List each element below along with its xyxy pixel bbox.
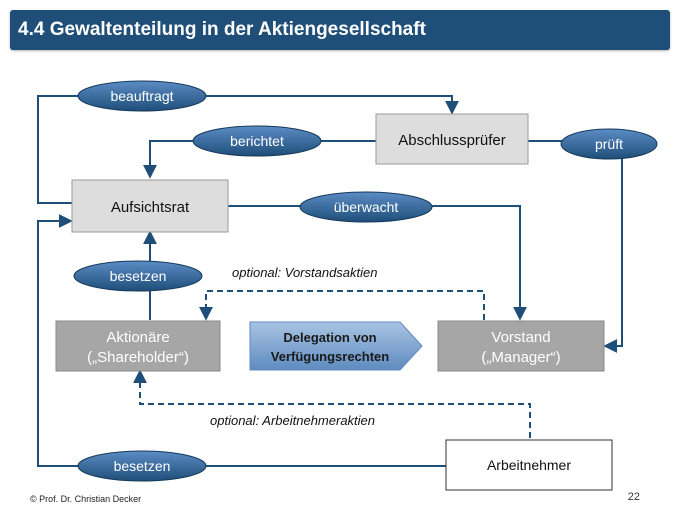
oval-besetzen-bottom: besetzen <box>77 450 207 482</box>
box-aktionaere-line1: Aktionäre <box>106 329 169 346</box>
box-vorstand-line2: („Manager“) <box>481 349 560 366</box>
oval-beauftragt: beauftragt <box>77 80 207 112</box>
box-abschlusspruefer-label: Abschlussprüfer <box>398 132 506 149</box>
page-number: 22 <box>627 491 640 503</box>
box-aktionaere: Aktionäre („Shareholder“) <box>55 320 221 372</box>
oval-besetzen-bottom-label: besetzen <box>114 458 171 474</box>
box-abschlusspruefer: Abschlussprüfer <box>375 113 529 165</box>
footer-copyright: © Prof. Dr. Christian Decker <box>30 494 142 504</box>
page-title: 4.4 Gewaltenteilung in der Aktiengesells… <box>18 19 426 40</box>
box-arbeitnehmer: Arbeitnehmer <box>445 439 613 491</box>
box-arbeitnehmer-label: Arbeitnehmer <box>487 457 571 473</box>
connector-optional-arbeitnehmer <box>133 369 531 438</box>
oval-prueft: prüft <box>560 128 658 160</box>
box-aktionaere-line2: („Shareholder“) <box>87 349 189 366</box>
box-vorstand-line1: Vorstand <box>491 329 550 346</box>
label-optional-vorstandsaktien: optional: Vorstandsaktien <box>232 265 378 280</box>
connectors <box>37 95 623 467</box>
label-optional-arbeitnehmeraktien: optional: Arbeitnehmeraktien <box>210 413 375 428</box>
delegation-arrow: Delegation von Verfügungsrechten <box>249 321 423 371</box>
oval-prueft-label: prüft <box>595 136 623 152</box>
delegation-line1: Delegation von <box>283 330 376 345</box>
oval-ueberwacht-label: überwacht <box>334 199 399 215</box>
box-vorstand: Vorstand („Manager“) <box>437 320 605 372</box>
box-aufsichtsrat: Aufsichtsrat <box>71 179 229 233</box>
connector-optional-vorstand <box>199 290 485 321</box>
oval-besetzen-top: besetzen <box>73 260 203 292</box>
oval-berichtet-label: berichtet <box>230 133 284 149</box>
oval-beauftragt-label: beauftragt <box>110 88 173 104</box>
oval-ueberwacht: überwacht <box>299 191 433 223</box>
connector-ueberwacht <box>228 205 527 321</box>
box-aufsichtsrat-label: Aufsichtsrat <box>111 199 190 216</box>
connector-besetzen-bottom <box>37 214 446 467</box>
dashed-connectors <box>133 290 531 438</box>
oval-berichtet: berichtet <box>192 125 322 157</box>
title-bar: 4.4 Gewaltenteilung in der Aktiengesells… <box>10 10 670 50</box>
delegation-line2: Verfügungsrechten <box>271 349 390 364</box>
oval-besetzen-top-label: besetzen <box>110 268 167 284</box>
connector-beauftragt <box>37 95 459 204</box>
connector-prueft <box>528 140 623 353</box>
